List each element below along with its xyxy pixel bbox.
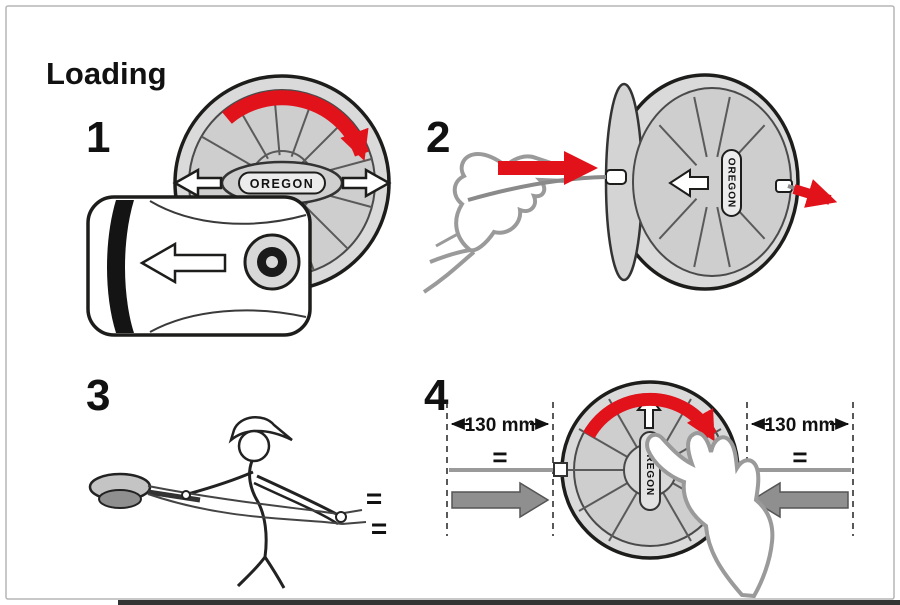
wind-direction-arrow-icon (668, 168, 709, 198)
brand-label: OREGON (726, 158, 737, 208)
step-3: 3 = = (86, 371, 387, 589)
unwind-direction-arrow-icon (139, 241, 227, 285)
insert-arrow-icon (498, 151, 598, 185)
page-border (5, 5, 895, 600)
rotation-arrow-icon (583, 392, 717, 442)
step-1: 1 OREGON (86, 74, 392, 337)
hand-turning-knob (645, 431, 775, 599)
rotation-arrow-icon (222, 90, 370, 162)
equal-length-mark: = (492, 442, 507, 472)
equal-length-mark: = (366, 483, 382, 514)
page-title: Loading (46, 56, 167, 91)
measure-label-right: 130 mm (765, 415, 836, 436)
measure-label-left: 130 mm (465, 415, 536, 436)
trimmer-head-side (86, 195, 312, 337)
step-4: 4 130 mm 130 mm = = (424, 371, 854, 599)
step-1-number: 1 (86, 113, 110, 162)
person-pulling-line (88, 416, 367, 589)
step-2-number: 2 (426, 113, 450, 162)
trimmer-line (467, 175, 607, 202)
equal-length-mark: = (371, 513, 387, 544)
line-eyelet (553, 462, 568, 477)
pull-in-arrow-left-icon (451, 481, 550, 519)
step-4-number: 4 (424, 371, 449, 420)
right-direction-arrow-icon (341, 167, 392, 199)
left-direction-arrow-icon (172, 167, 223, 199)
trimmer-head-angled: OREGON (604, 73, 800, 291)
brand-label: OREGON (250, 177, 315, 191)
bottom-edge-strip (118, 600, 900, 605)
line-eyelet (605, 169, 627, 185)
brand-label: OREGON (644, 446, 655, 496)
exit-arrow-icon (792, 179, 838, 208)
equal-length-mark: = (792, 442, 807, 472)
step-2: 2 OREGON (422, 73, 838, 294)
step-3-number: 3 (86, 371, 110, 420)
